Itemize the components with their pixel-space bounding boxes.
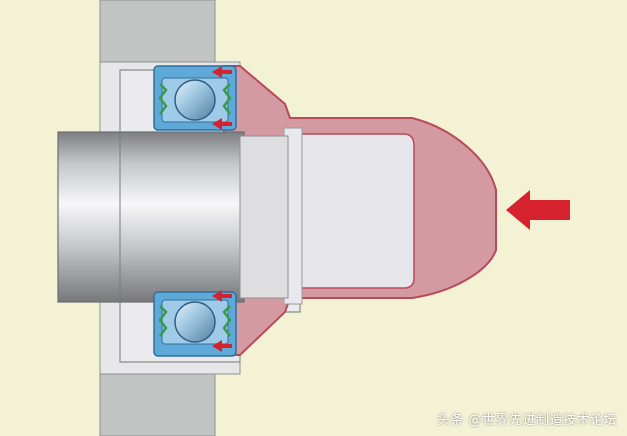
bearing-top-seal-left <box>158 83 168 115</box>
force-arrow-icon <box>212 66 232 78</box>
bearing-top-seal-right <box>222 83 232 115</box>
bearing-top-ball <box>174 79 216 121</box>
tool-inner-cavity <box>299 133 415 289</box>
force-arrow-icon <box>212 340 232 352</box>
load-arrow-icon <box>506 190 570 230</box>
force-arrows <box>212 66 232 352</box>
watermark: 头条 @世界先进制造技术论坛 <box>436 413 617 428</box>
shaft <box>57 131 245 303</box>
bearing-bottom-seal-left <box>158 305 168 337</box>
bearing-top <box>153 65 237 131</box>
shaft-end-face <box>239 135 289 299</box>
bearing-bottom-ball <box>174 301 216 343</box>
bearing-bottom-seal-right <box>222 305 232 337</box>
force-arrow-icon <box>212 118 232 130</box>
bearing-bottom <box>153 291 237 357</box>
force-arrow-icon <box>212 290 232 302</box>
